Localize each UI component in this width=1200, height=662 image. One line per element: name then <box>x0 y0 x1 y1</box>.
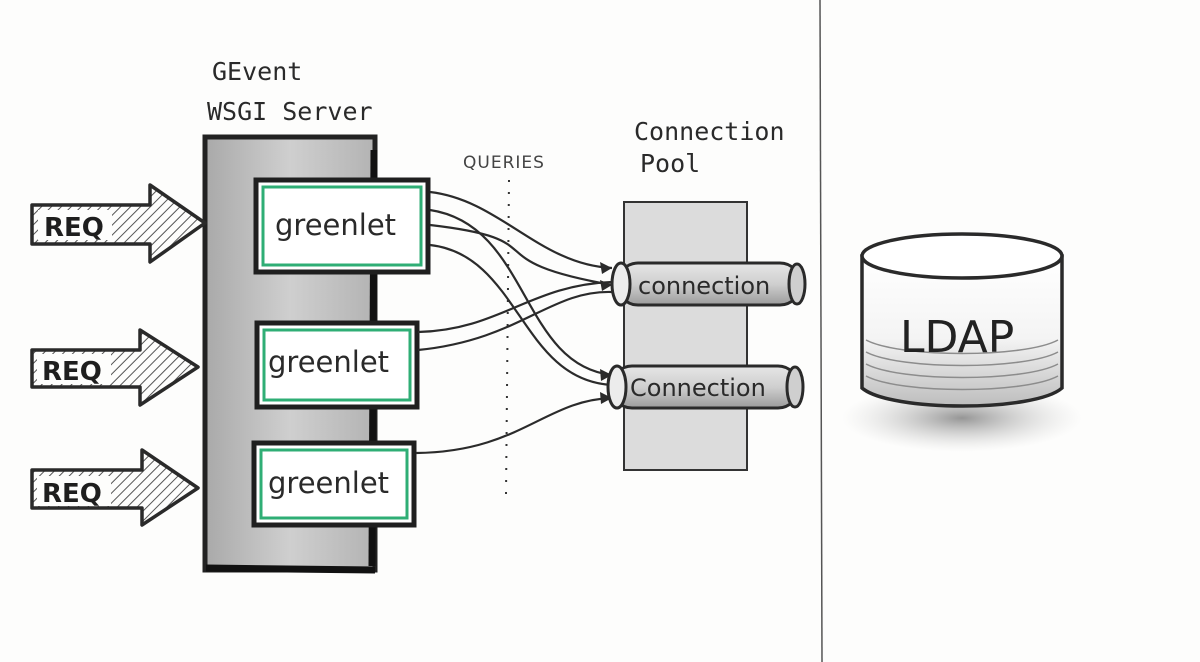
request-arrow: REQ <box>30 328 200 407</box>
connection-pool <box>623 201 748 471</box>
queries-divider <box>505 179 510 496</box>
connection-tube: connection <box>610 261 807 307</box>
connection-label: connection <box>638 272 770 300</box>
server-title-line2: WSGI Server <box>207 97 373 126</box>
server-title-line1: GEvent <box>212 57 302 86</box>
ldap-label: LDAP <box>900 312 1014 363</box>
request-arrow: REQ <box>30 183 207 264</box>
greenlet-label: greenlet <box>275 208 396 242</box>
request-label: REQ <box>44 213 104 243</box>
greenlet-label: greenlet <box>268 466 389 500</box>
greenlet-box: greenlet <box>254 320 420 410</box>
query-link <box>429 223 613 287</box>
greenlet-box: greenlet <box>251 440 417 528</box>
connection-tube: Connection <box>606 364 805 410</box>
arrowheads <box>600 262 612 404</box>
connection-label: Connection <box>630 374 766 402</box>
request-label: REQ <box>42 479 102 509</box>
query-link <box>415 396 613 455</box>
query-link <box>417 280 613 334</box>
query-links <box>415 190 613 455</box>
pool-title-line1: Connection <box>634 117 785 146</box>
greenlet-label: greenlet <box>268 345 389 379</box>
queries-label: QUERIES <box>463 153 545 173</box>
query-link <box>417 290 613 352</box>
query-link <box>429 190 613 270</box>
pool-title-line2: Pool <box>640 149 700 178</box>
query-link <box>429 208 613 377</box>
request-label: REQ <box>42 357 102 387</box>
ldap-database: LDAP <box>842 232 1082 452</box>
query-link <box>429 243 613 387</box>
request-arrow: REQ <box>30 448 200 527</box>
page-divider <box>819 0 823 662</box>
greenlet-box: greenlet <box>253 177 431 275</box>
